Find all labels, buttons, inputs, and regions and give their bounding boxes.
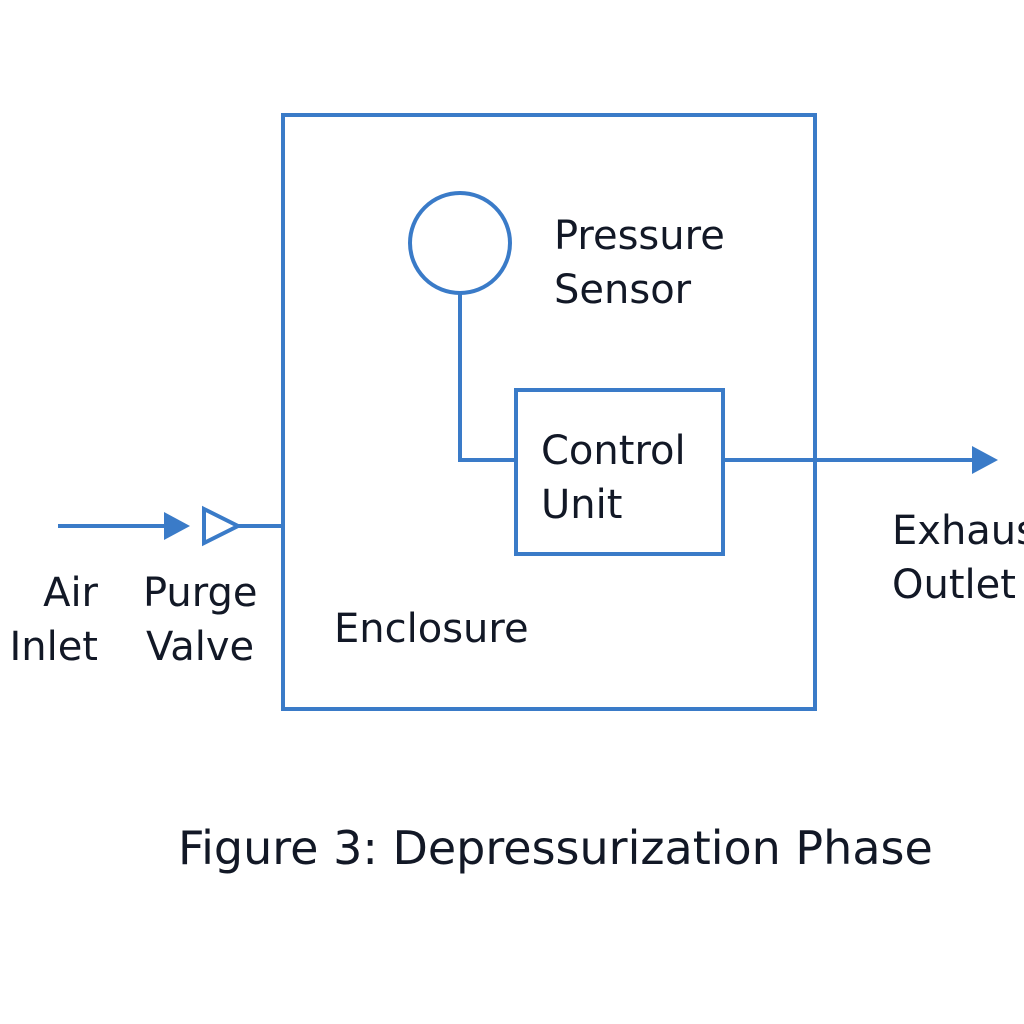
exhaust-outlet-label-line2: Outlet (892, 562, 1016, 608)
pressure-sensor-icon (408, 191, 512, 295)
air-inlet-label-line2: Inlet (9, 624, 98, 670)
pressure-sensor-label-line2: Sensor (554, 267, 692, 313)
enclosure-box (281, 113, 817, 711)
control-unit-label-line1: Control (541, 428, 686, 474)
purge-valve-icon (202, 505, 243, 547)
exhaust-arrowhead-icon (972, 446, 998, 474)
purge-valve-label-line2: Valve (146, 624, 254, 670)
figure-caption: Figure 3: Depressurization Phase (178, 821, 933, 875)
pressure-sensor-label-line1: Pressure (554, 213, 725, 259)
air-inlet-label-line1: Air (43, 570, 98, 616)
sensor-to-control-line (458, 293, 516, 462)
control-unit-label-line2: Unit (541, 482, 622, 528)
exhaust-outlet-label-line1: Exhaust (892, 508, 1024, 554)
purge-valve-label-line1: Purge (143, 570, 258, 616)
control-unit-box (514, 388, 725, 556)
air-inlet-arrowhead-icon (164, 512, 190, 540)
enclosure-label: Enclosure (334, 606, 529, 652)
